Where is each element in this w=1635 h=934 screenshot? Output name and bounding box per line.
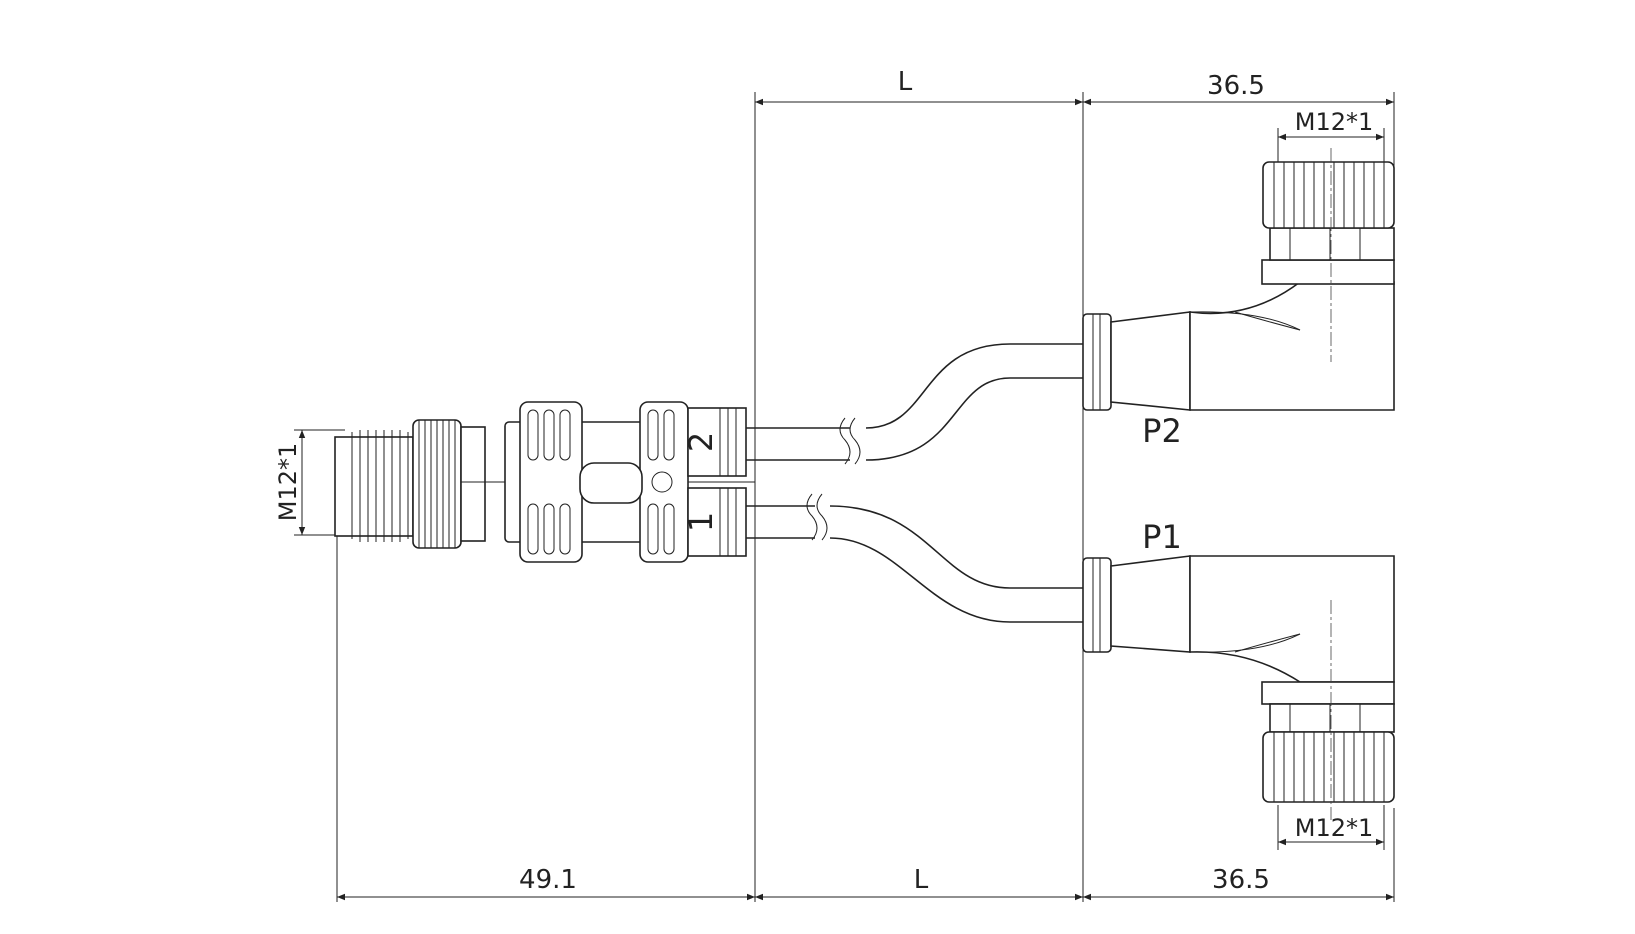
splitter-port-2-label: 2 [682, 432, 720, 452]
dim-thread-bottom-text: M12*1 [1295, 814, 1374, 842]
dimension-bottom-length: L [755, 865, 1083, 901]
male-thread [351, 430, 409, 542]
dim-thread-top-text: M12*1 [1295, 108, 1374, 136]
splitter-body [504, 401, 755, 563]
dimension-thread-left: M12*1 [274, 429, 345, 536]
female-connector-p1: P1 [1082, 518, 1395, 820]
dim-top-length-text: L [898, 67, 913, 97]
center-mark [651, 471, 673, 493]
cable-lower [746, 493, 1083, 623]
dim-thread-left-text: M12*1 [274, 443, 302, 522]
dimension-bottom-right: 36.5 [1083, 865, 1394, 901]
dimension-thread-top: M12*1 [1277, 108, 1385, 172]
splitter-port-1: 1 [682, 487, 747, 557]
dim-bottom-left-text: 49.1 [519, 865, 577, 895]
splitter-port-2: 2 [682, 407, 747, 477]
cable-upper [746, 343, 1083, 465]
oval-window [579, 462, 643, 504]
dim-top-right-text: 36.5 [1207, 71, 1265, 101]
dimension-top-right: 36.5 [1083, 71, 1394, 106]
port-p2-label: P2 [1142, 412, 1182, 450]
extension-lines [336, 92, 1395, 902]
dim-bottom-right-text: 36.5 [1212, 865, 1270, 895]
port-p1-label: P1 [1142, 518, 1182, 556]
female-connector-p2: P2 [1082, 148, 1395, 450]
dimension-top-length: L [755, 67, 1083, 106]
dim-bottom-length-text: L [914, 865, 929, 895]
dimension-bottom-left: 49.1 [337, 865, 755, 901]
dimension-thread-bottom: M12*1 [1277, 805, 1385, 850]
splitter-port-1-label: 1 [682, 512, 720, 532]
male-m12-connector [334, 419, 505, 549]
